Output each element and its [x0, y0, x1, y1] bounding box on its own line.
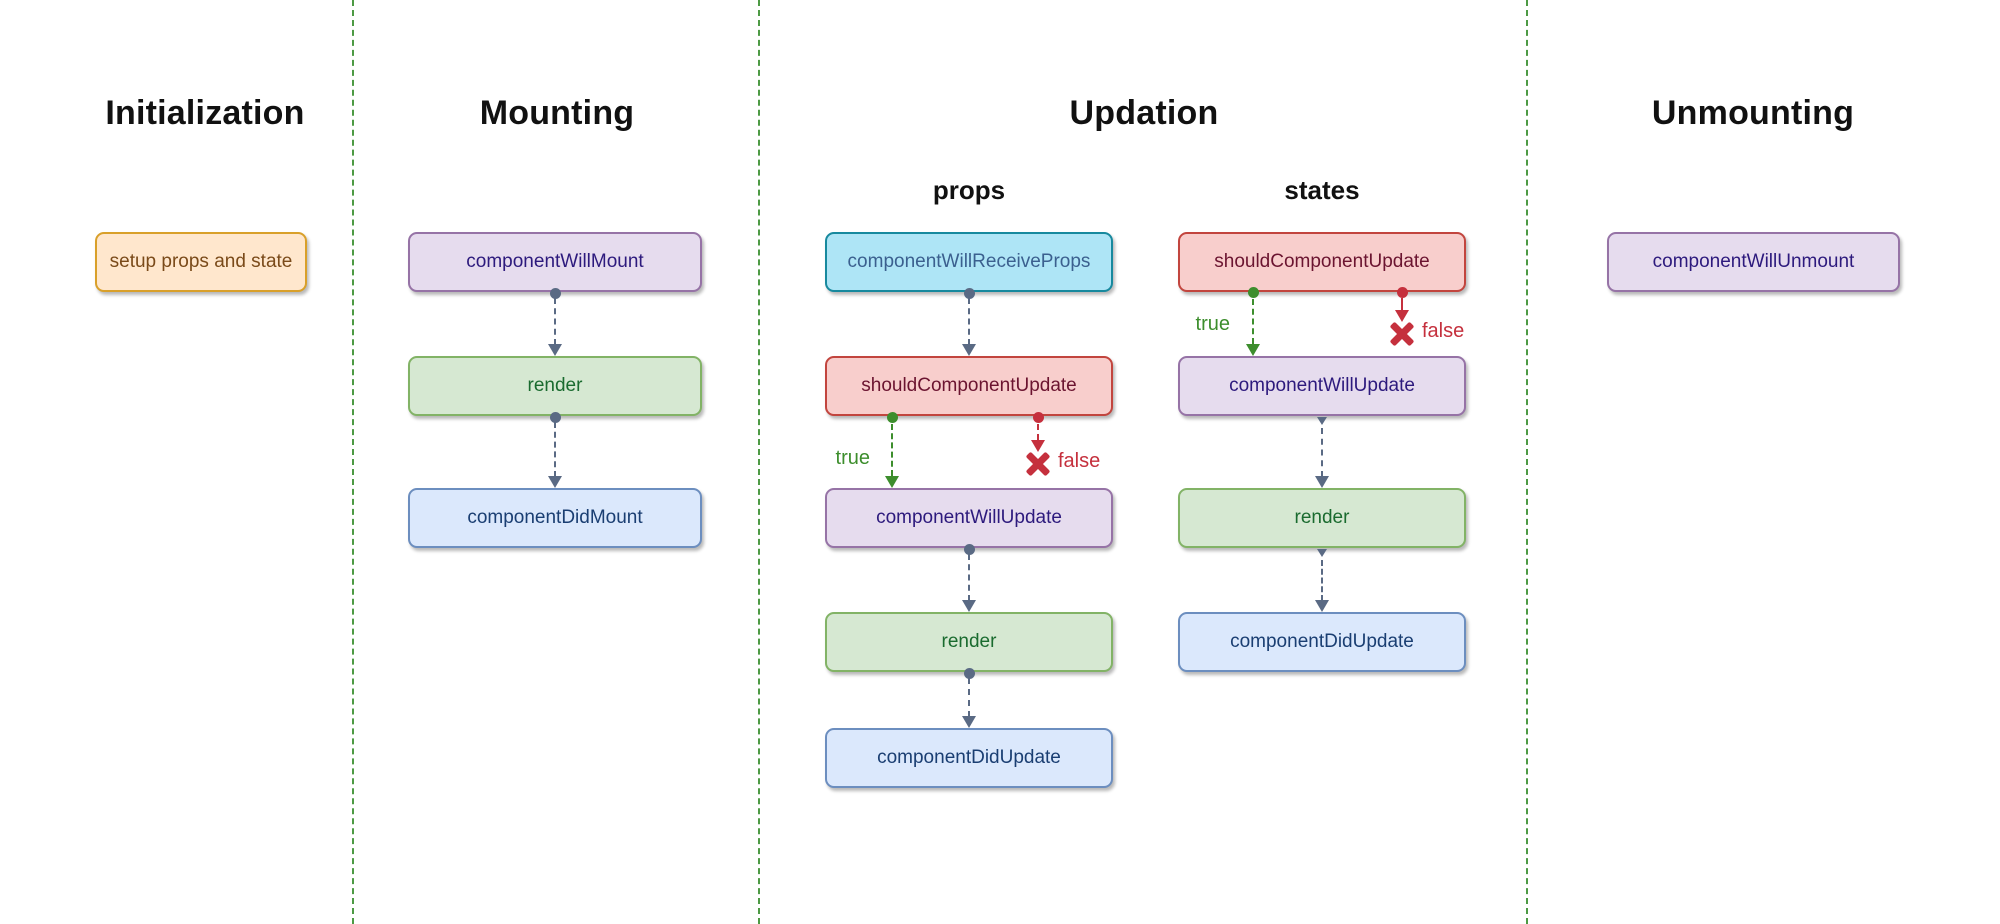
node-component-will-update-states: componentWillUpdate	[1178, 356, 1466, 416]
node-render-mounting: render	[408, 356, 702, 416]
label-true-states: true	[1195, 313, 1230, 335]
section-title-initialization: Initialization	[105, 94, 305, 132]
section-divider	[1526, 0, 1528, 924]
arrow-start-dot	[1247, 286, 1259, 298]
section-title-updation: Updation	[1069, 94, 1219, 132]
node-should-component-update-props: shouldComponentUpdate	[825, 356, 1113, 416]
node-setup-props-and-state: setup props and state	[95, 232, 307, 292]
arrowhead-icon	[1031, 440, 1045, 452]
column-label-states: states	[1284, 175, 1360, 205]
node-should-component-update-states: shouldComponentUpdate	[1178, 232, 1466, 292]
node-component-will-mount: componentWillMount	[408, 232, 702, 292]
arrow-dashed-line	[1252, 299, 1254, 344]
node-component-will-unmount: componentWillUnmount	[1607, 232, 1900, 292]
arrow-dashed-line	[554, 422, 556, 477]
arrow-dashed-line	[1401, 298, 1403, 310]
arrow-dashed-line	[1037, 424, 1039, 440]
section-divider	[758, 0, 760, 924]
node-component-did-mount: componentDidMount	[408, 488, 702, 548]
arrow-dashed-line	[1321, 428, 1323, 477]
false-x-icon	[1389, 321, 1415, 347]
arrow-start-dot	[1396, 286, 1408, 298]
node-component-did-update-props: componentDidUpdate	[825, 728, 1113, 788]
node-component-will-receive-props: componentWillReceiveProps	[825, 232, 1113, 292]
arrow-start-dot	[963, 544, 975, 555]
node-component-will-update-props: componentWillUpdate	[825, 488, 1113, 548]
node-component-did-update-states: componentDidUpdate	[1178, 612, 1466, 672]
arrowhead-icon	[1246, 344, 1260, 356]
arrowhead-icon	[1315, 476, 1329, 488]
arrow-start-tick	[1317, 549, 1327, 557]
label-false-props: false	[1058, 450, 1101, 472]
arrow-start-dot	[963, 288, 975, 299]
arrowhead-icon	[962, 344, 976, 356]
arrow-dashed-line	[968, 678, 970, 717]
arrowhead-icon	[1395, 310, 1409, 322]
false-x-icon	[1025, 451, 1051, 477]
node-render-states: render	[1178, 488, 1466, 548]
arrowhead-icon	[1315, 600, 1329, 612]
arrow-start-tick	[1317, 417, 1327, 425]
arrow-dashed-line	[968, 554, 970, 601]
section-divider	[352, 0, 354, 924]
arrowhead-icon	[962, 716, 976, 728]
arrow-start-dot	[963, 668, 975, 679]
arrow-start-dot	[886, 411, 898, 423]
arrow-start-dot	[1032, 411, 1044, 423]
label-false-states: false	[1422, 320, 1465, 342]
arrow-start-dot	[549, 412, 561, 423]
column-label-props: props	[932, 175, 1006, 205]
label-true-props: true	[835, 447, 870, 469]
section-title-mounting: Mounting	[479, 94, 635, 132]
section-title-unmounting: Unmounting	[1651, 94, 1855, 132]
arrow-start-dot	[549, 288, 561, 299]
arrowhead-icon	[962, 600, 976, 612]
arrow-dashed-line	[891, 424, 893, 476]
arrowhead-icon	[885, 476, 899, 488]
arrow-dashed-line	[968, 298, 970, 345]
node-render-props: render	[825, 612, 1113, 672]
arrowhead-icon	[548, 476, 562, 488]
arrow-dashed-line	[554, 298, 556, 345]
arrowhead-icon	[548, 344, 562, 356]
arrow-dashed-line	[1321, 560, 1323, 601]
